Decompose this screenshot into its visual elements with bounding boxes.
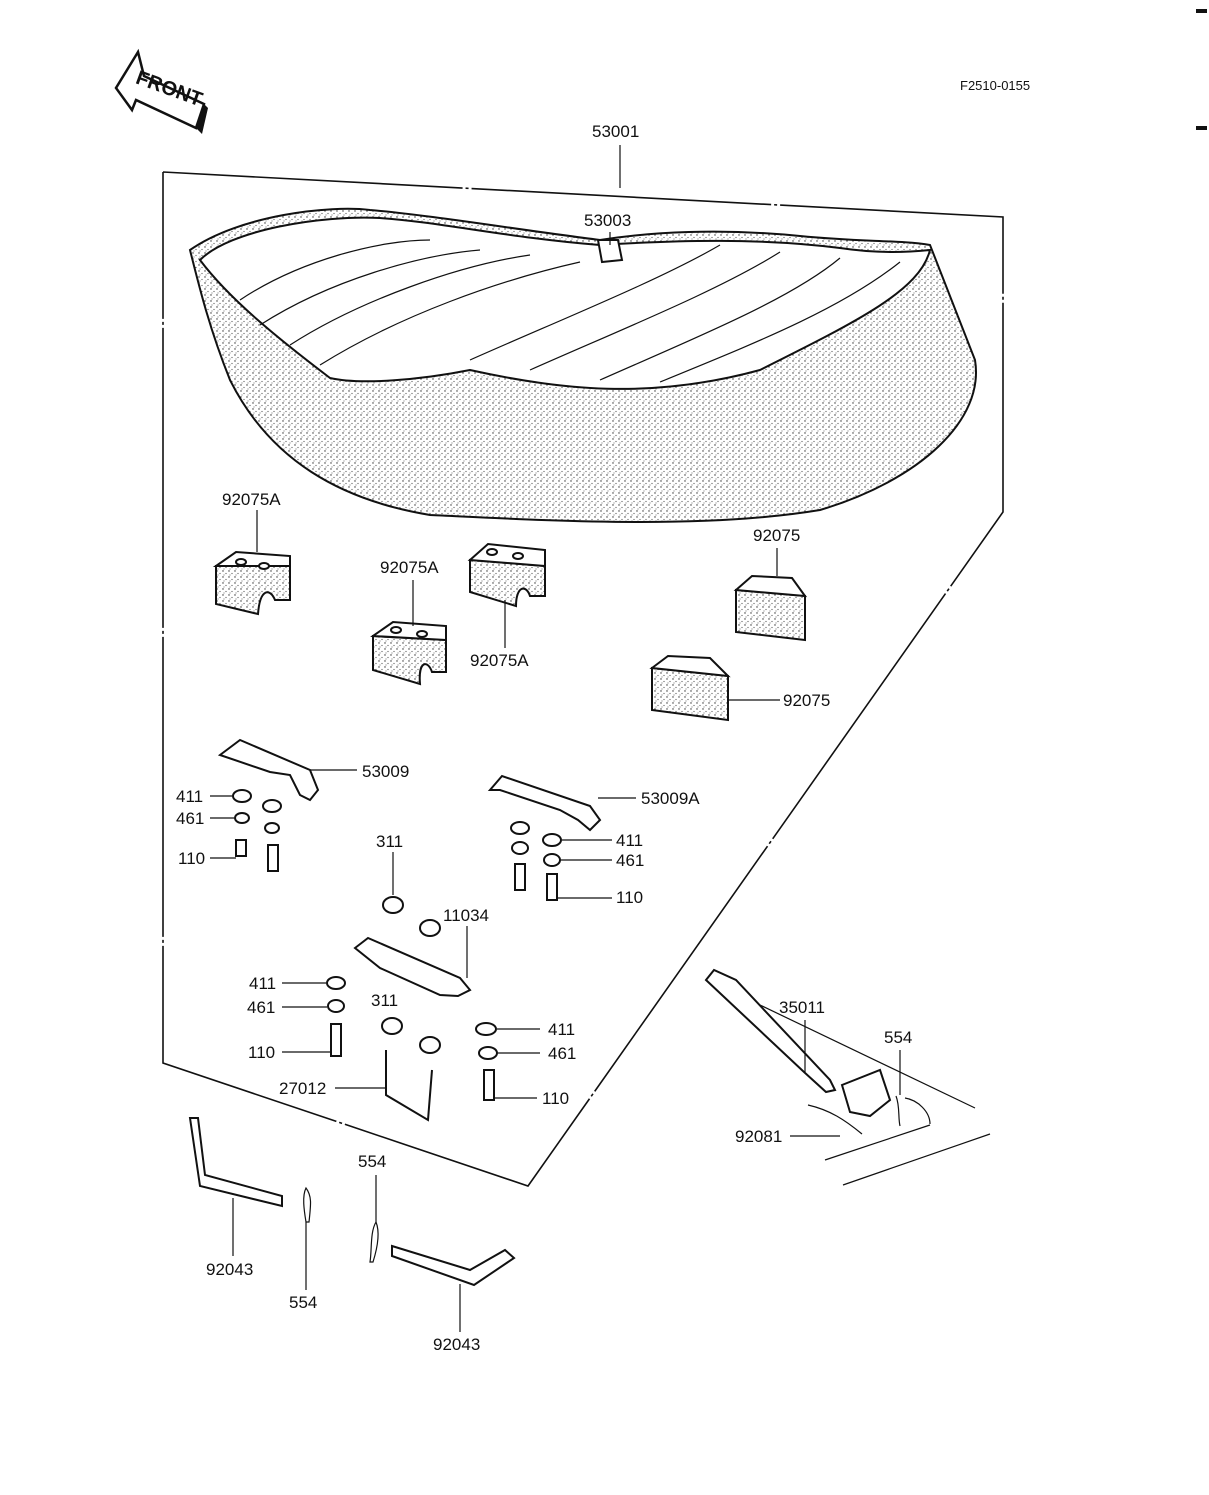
callout-411: 411 [176,787,203,806]
assembly-boundary [162,171,1004,1187]
seat-drawing [188,207,978,523]
hardware-drawing [232,789,562,1122]
lower-parts-drawing [188,968,991,1287]
damper-92075-upper [733,574,808,642]
callout-27012: 27012 [279,1079,326,1098]
callout-554: 554 [884,1028,912,1047]
callout-92043: 92043 [433,1335,480,1354]
bracket-53009-drawing [217,738,320,802]
leader-lines [210,145,901,1332]
callout-92081: 92081 [735,1127,782,1146]
callout-92043: 92043 [206,1260,253,1279]
callout-461: 461 [247,998,275,1017]
callout-92075: 92075 [783,691,830,710]
callout-53009A: 53009A [641,789,700,808]
callout-411: 411 [616,831,643,850]
callout-92075A: 92075A [380,558,439,577]
callout-110: 110 [248,1043,275,1062]
callout-311: 311 [371,991,398,1010]
callout-110: 110 [542,1089,569,1108]
damper-92075A-left [212,550,291,616]
front-arrow-icon: FRONT [114,48,208,134]
callout-461: 461 [548,1044,576,1063]
callout-53003: 53003 [584,211,631,230]
callout-110: 110 [616,888,643,907]
callout-311: 311 [376,832,403,851]
bracket-11034-drawing [353,936,472,998]
damper-92075-lower [649,654,731,722]
callout-labels: 53001 53003 92075A 92075A 92075A 92075 9… [176,122,912,1354]
callout-35011: 35011 [779,998,825,1017]
callout-411: 411 [548,1020,575,1039]
callout-554: 554 [358,1152,386,1171]
callout-110: 110 [178,849,205,868]
callout-53009: 53009 [362,762,409,781]
callout-554: 554 [289,1293,317,1312]
callout-53001: 53001 [592,122,639,141]
callout-461: 461 [616,851,644,870]
callout-11034: 11034 [443,906,489,925]
callout-92075: 92075 [753,526,800,545]
edge-mark [1196,126,1207,130]
edge-mark [1196,9,1207,13]
damper-92075A-center-right [467,542,546,608]
callout-461: 461 [176,809,204,828]
damper-92075A-center-left [370,620,447,686]
diagram-code: F2510-0155 [960,78,1030,93]
callout-411: 411 [249,974,276,993]
bracket-53009A-drawing [487,774,602,832]
callout-92075A: 92075A [222,490,281,509]
callout-92075A: 92075A [470,651,529,670]
